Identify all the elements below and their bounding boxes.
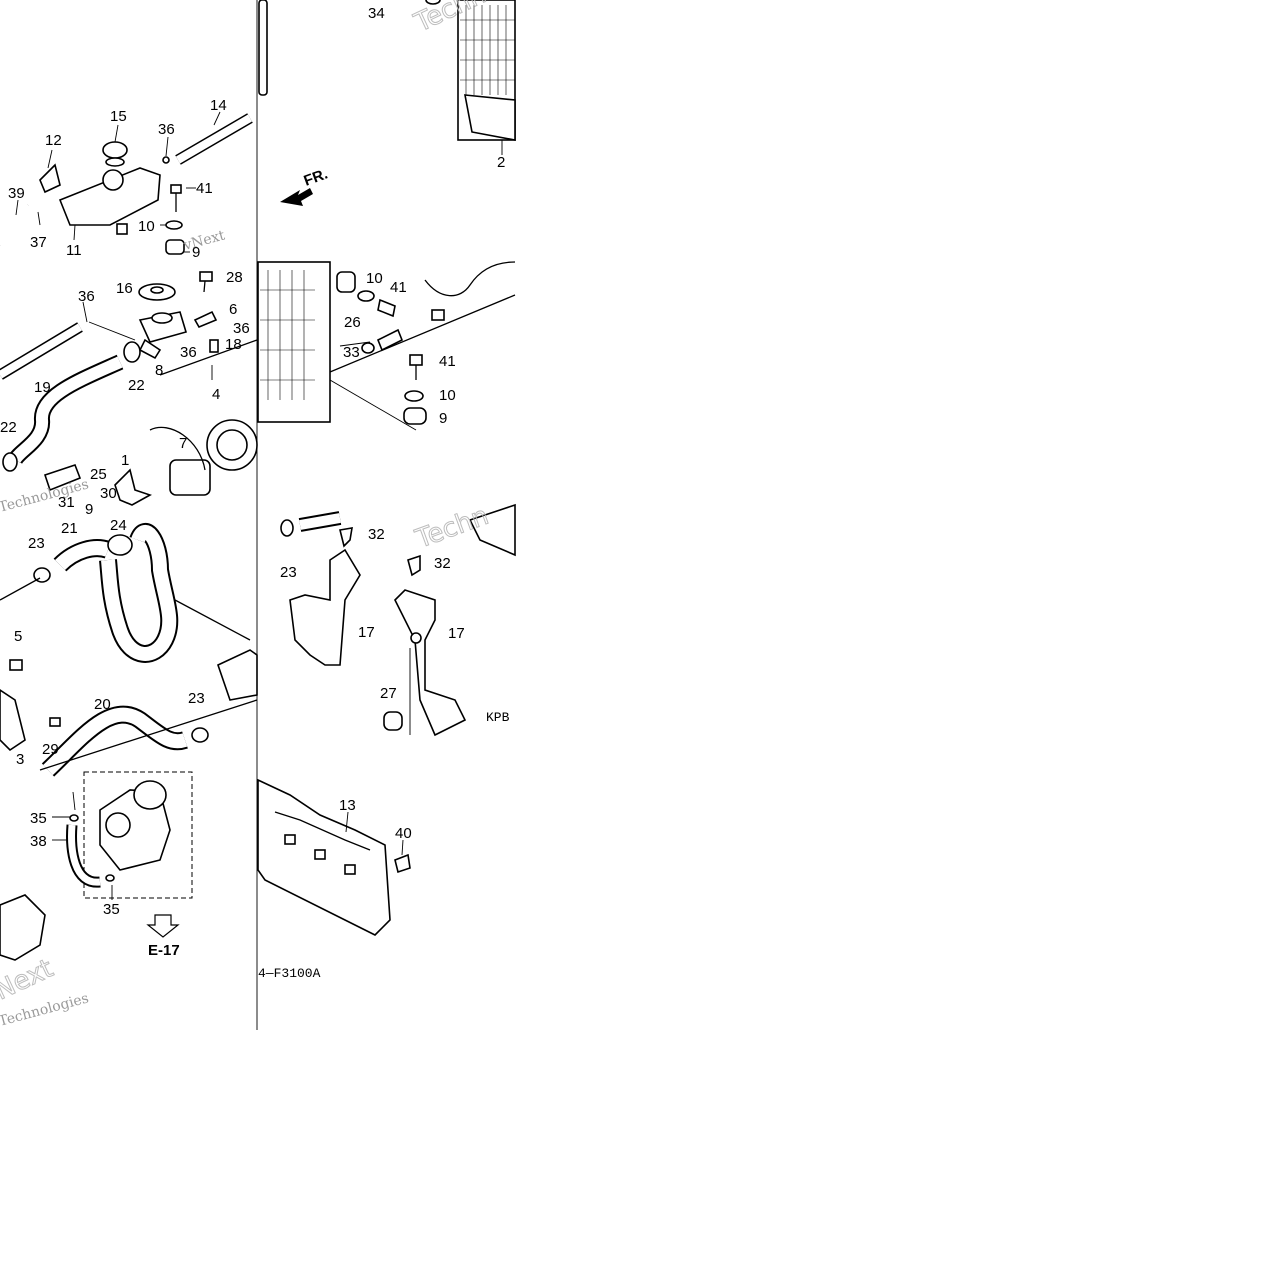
watermark: Techn <box>411 501 492 555</box>
tile-bottom-right <box>257 778 411 936</box>
part-callouts: 34 12 15 36 14 39 41 10 37 11 9 2 FR. 16… <box>0 5 510 981</box>
callout-36: 36 <box>78 288 95 305</box>
callout-35: 35 <box>103 901 120 918</box>
watermark: vNext <box>181 227 227 254</box>
callout-26: 26 <box>344 314 361 331</box>
callout-17: 17 <box>358 624 375 641</box>
callout-36: 36 <box>180 344 197 361</box>
callout-25: 25 <box>90 466 107 483</box>
callout-36: 36 <box>233 320 250 337</box>
callout-38: 38 <box>30 833 47 850</box>
callout-17: 17 <box>448 625 465 642</box>
callout-19: 19 <box>34 379 51 396</box>
callout-2: 2 <box>497 154 505 171</box>
callout-23: 23 <box>28 535 45 552</box>
front-direction-label: FR. <box>302 166 331 190</box>
watermark: Technologies <box>0 476 91 515</box>
callout-35: 35 <box>30 810 47 827</box>
callout-32: 32 <box>368 526 385 543</box>
callout-37: 37 <box>30 234 47 251</box>
callout-1: 1 <box>121 452 129 469</box>
callout-20: 20 <box>94 696 111 713</box>
callout-33: 33 <box>343 344 360 361</box>
callout-22: 22 <box>128 377 145 394</box>
tile-upper-right <box>280 0 516 206</box>
section-ref-arrow-icon <box>146 914 180 938</box>
callout-41: 41 <box>439 353 456 370</box>
callout-14: 14 <box>210 97 227 114</box>
diagram-code: 4—F3100A <box>258 966 321 981</box>
callout-24: 24 <box>110 517 127 534</box>
callout-4: 4 <box>212 386 220 403</box>
callout-36: 36 <box>158 121 175 138</box>
callout-28: 28 <box>226 269 243 286</box>
callout-12: 12 <box>45 132 62 149</box>
callout-9: 9 <box>192 244 200 261</box>
callout-22: 22 <box>0 419 17 436</box>
callout-13: 13 <box>339 797 356 814</box>
tile-lower-right <box>280 503 516 737</box>
callout-9: 9 <box>85 501 93 518</box>
callout-7: 7 <box>179 435 187 452</box>
callout-15: 15 <box>110 108 127 125</box>
section-reference-label: E-17 <box>148 942 180 959</box>
callout-31: 31 <box>58 494 75 511</box>
callout-10: 10 <box>366 270 383 287</box>
callout-16: 16 <box>116 280 133 297</box>
callout-18: 18 <box>225 336 242 353</box>
callout-5: 5 <box>14 628 22 645</box>
callout-6: 6 <box>229 301 237 318</box>
tile-upper-left <box>0 0 268 255</box>
callout-34: 34 <box>368 5 385 22</box>
callout-10: 10 <box>138 218 155 235</box>
callout-39: 39 <box>8 185 25 202</box>
tile-lower-left <box>0 523 258 777</box>
callout-32: 32 <box>434 555 451 572</box>
callout-21: 21 <box>61 520 78 537</box>
callout-10: 10 <box>439 387 456 404</box>
callout-11: 11 <box>66 242 82 259</box>
callout-29: 29 <box>42 741 59 758</box>
callout-8: 8 <box>155 362 163 379</box>
callout-30: 30 <box>100 485 117 502</box>
watermark: Next <box>0 954 58 1007</box>
callout-41: 41 <box>390 279 407 296</box>
callout-23: 23 <box>280 564 297 581</box>
front-arrow-icon <box>280 188 313 206</box>
tile-middle-right <box>257 261 516 431</box>
callout-23: 23 <box>188 690 205 707</box>
reference-code-partial: KPB <box>486 710 510 725</box>
tile-middle-left <box>0 271 258 506</box>
callout-27: 27 <box>380 685 397 702</box>
callout-9: 9 <box>439 410 447 427</box>
callout-40: 40 <box>395 825 412 842</box>
callout-41: 41 <box>196 180 213 197</box>
tile-bottom-left <box>0 771 193 961</box>
callout-3: 3 <box>16 751 24 768</box>
